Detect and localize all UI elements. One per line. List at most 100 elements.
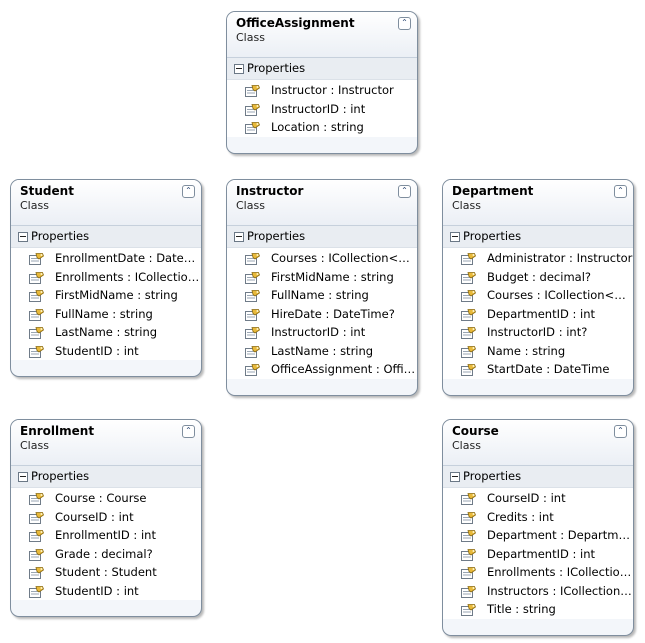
property-item[interactable]: InstructorID : int	[227, 323, 417, 342]
property-item[interactable]: LastName : string	[11, 323, 201, 342]
property-label: Courses : ICollection<Co...	[487, 288, 633, 302]
property-item[interactable]: EnrollmentDate : DateTi...	[11, 249, 201, 268]
class-type: Class	[236, 31, 265, 44]
property-item[interactable]: StudentID : int	[11, 342, 201, 361]
class-type: Class	[452, 199, 481, 212]
class-enrollment[interactable]: Enrollment Class ⌃ Properties Course : C…	[10, 419, 202, 617]
properties-section[interactable]: Properties	[227, 226, 417, 248]
property-item[interactable]: Department : Department	[443, 526, 633, 545]
property-label: InstructorID : int?	[487, 325, 588, 339]
property-item[interactable]: CourseID : int	[11, 508, 201, 527]
property-label: Instructors : ICollection<...	[487, 583, 633, 598]
minus-toggle-icon[interactable]	[450, 472, 460, 482]
property-icon	[461, 603, 476, 616]
property-label: CourseID : int	[55, 509, 134, 524]
property-item[interactable]: Instructor : Instructor	[227, 81, 417, 100]
class-name: Instructor	[236, 184, 304, 198]
property-item[interactable]: DepartmentID : int	[443, 545, 633, 564]
property-item[interactable]: FirstMidName : string	[227, 268, 417, 287]
minus-toggle-icon[interactable]	[234, 64, 244, 74]
property-item[interactable]: CourseID : int	[443, 489, 633, 508]
property-list: Instructor : Instructor InstructorID : i…	[227, 80, 417, 137]
property-label: DepartmentID : int	[487, 306, 596, 321]
property-item[interactable]: Credits : int	[443, 508, 633, 527]
class-header: Student Class ⌃	[11, 180, 201, 226]
property-icon	[29, 492, 44, 505]
minus-toggle-icon[interactable]	[18, 472, 28, 482]
class-header: Instructor Class ⌃	[227, 180, 417, 226]
collapse-icon[interactable]: ⌃	[182, 185, 195, 198]
property-item[interactable]: Budget : decimal?	[443, 268, 633, 287]
properties-section[interactable]: Properties	[443, 466, 633, 488]
collapse-icon[interactable]: ⌃	[398, 17, 411, 30]
property-label: EnrollmentDate : DateTi...	[55, 251, 201, 265]
property-item[interactable]: DepartmentID : int	[443, 305, 633, 324]
collapse-icon[interactable]: ⌃	[182, 425, 195, 438]
property-label: HireDate : DateTime?	[271, 306, 395, 321]
minus-toggle-icon[interactable]	[450, 232, 460, 242]
property-icon	[461, 289, 476, 302]
property-label: Enrollments : ICollection...	[55, 269, 201, 284]
property-label: InstructorID : int	[271, 101, 366, 116]
property-item[interactable]: EnrollmentID : int	[11, 526, 201, 545]
property-item[interactable]: FullName : string	[227, 286, 417, 305]
property-label: Title : string	[487, 602, 556, 616]
section-label: Properties	[247, 229, 306, 243]
property-item[interactable]: StartDate : DateTime	[443, 360, 633, 379]
class-course[interactable]: Course Class ⌃ Properties CourseID : int…	[442, 419, 634, 636]
property-item[interactable]: Title : string	[443, 600, 633, 619]
property-label: FirstMidName : string	[271, 269, 394, 284]
property-item[interactable]: LastName : string	[227, 342, 417, 361]
class-name: Student	[20, 184, 74, 198]
class-type: Class	[20, 199, 49, 212]
property-item[interactable]: FirstMidName : string	[11, 286, 201, 305]
property-item[interactable]: HireDate : DateTime?	[227, 305, 417, 324]
property-item[interactable]: Courses : ICollection<Co...	[227, 249, 417, 268]
property-icon	[29, 252, 44, 265]
property-item[interactable]: InstructorID : int	[227, 100, 417, 119]
minus-toggle-icon[interactable]	[234, 232, 244, 242]
property-item[interactable]: Courses : ICollection<Co...	[443, 286, 633, 305]
properties-section[interactable]: Properties	[11, 226, 201, 248]
property-icon	[29, 271, 44, 284]
section-label: Properties	[247, 61, 306, 75]
collapse-icon[interactable]: ⌃	[614, 425, 627, 438]
minus-toggle-icon[interactable]	[18, 232, 28, 242]
class-student[interactable]: Student Class ⌃ Properties EnrollmentDat…	[10, 179, 202, 377]
properties-section[interactable]: Properties	[11, 466, 201, 488]
collapse-icon[interactable]: ⌃	[398, 185, 411, 198]
property-icon	[29, 511, 44, 524]
property-item[interactable]: OfficeAssignment : Offic...	[227, 360, 417, 379]
property-icon	[461, 511, 476, 524]
property-item[interactable]: Instructors : ICollection<...	[443, 582, 633, 601]
class-name: Course	[452, 424, 499, 438]
property-label: LastName : string	[271, 343, 374, 358]
class-instructor[interactable]: Instructor Class ⌃ Properties Courses : …	[226, 179, 418, 396]
property-item[interactable]: InstructorID : int?	[443, 323, 633, 342]
property-label: StartDate : DateTime	[487, 362, 610, 376]
property-icon	[461, 252, 476, 265]
class-header: OfficeAssignment Class ⌃	[227, 12, 417, 58]
collapse-icon[interactable]: ⌃	[614, 185, 627, 198]
property-item[interactable]: StudentID : int	[11, 582, 201, 601]
property-icon	[245, 289, 260, 302]
property-item[interactable]: FullName : string	[11, 305, 201, 324]
class-officeassignment[interactable]: OfficeAssignment Class ⌃ Properties Inst…	[226, 11, 418, 154]
property-icon	[245, 308, 260, 321]
properties-section[interactable]: Properties	[443, 226, 633, 248]
property-icon	[29, 566, 44, 579]
property-item[interactable]: Course : Course	[11, 489, 201, 508]
property-item[interactable]: Administrator : Instructor	[443, 249, 633, 268]
property-list: Administrator : Instructor Budget : deci…	[443, 248, 633, 379]
property-label: Instructor : Instructor	[271, 83, 394, 97]
property-item[interactable]: Enrollments : ICollection...	[443, 563, 633, 582]
property-item[interactable]: Location : string	[227, 118, 417, 137]
properties-section[interactable]: Properties	[227, 58, 417, 80]
property-label: Credits : int	[487, 509, 554, 524]
class-name: OfficeAssignment	[236, 16, 355, 30]
property-item[interactable]: Enrollments : ICollection...	[11, 268, 201, 287]
class-department[interactable]: Department Class ⌃ Properties Administra…	[442, 179, 634, 396]
property-item[interactable]: Student : Student	[11, 563, 201, 582]
property-item[interactable]: Grade : decimal?	[11, 545, 201, 564]
property-item[interactable]: Name : string	[443, 342, 633, 361]
